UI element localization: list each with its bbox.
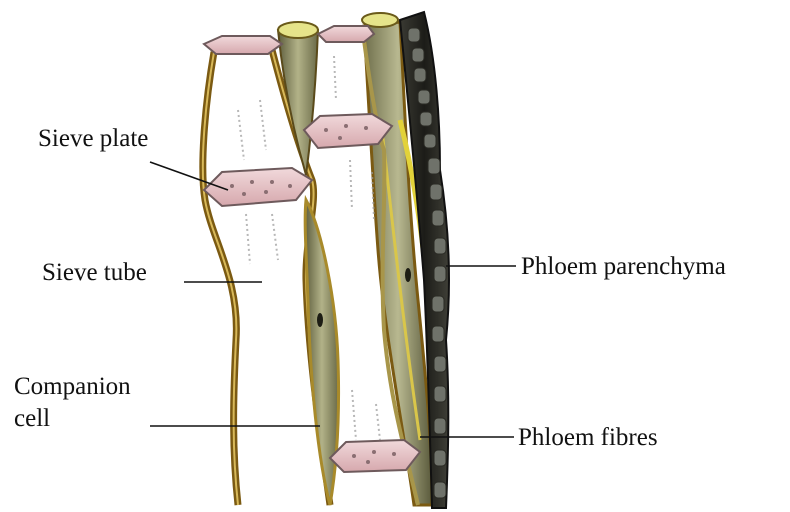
label-phloem-parenchyma: Phloem parenchyma bbox=[521, 251, 726, 283]
sieve-plate-top-left bbox=[204, 36, 282, 54]
sieve-tube-wall-left bbox=[203, 52, 238, 505]
label-companion-cell-line1: Companion bbox=[14, 371, 131, 403]
label-companion-cell-line2: cell bbox=[14, 403, 131, 435]
sieve-plate-middle bbox=[304, 114, 392, 148]
label-sieve-tube: Sieve tube bbox=[42, 257, 147, 289]
sieve-plate-top-middle bbox=[318, 26, 374, 42]
sieve-plate-bottom bbox=[330, 440, 420, 472]
label-sieve-plate: Sieve plate bbox=[38, 123, 148, 155]
label-companion-cell: Companion cell bbox=[14, 371, 131, 435]
leader-sieve-plate bbox=[150, 162, 228, 190]
label-phloem-fibres: Phloem fibres bbox=[518, 422, 658, 454]
